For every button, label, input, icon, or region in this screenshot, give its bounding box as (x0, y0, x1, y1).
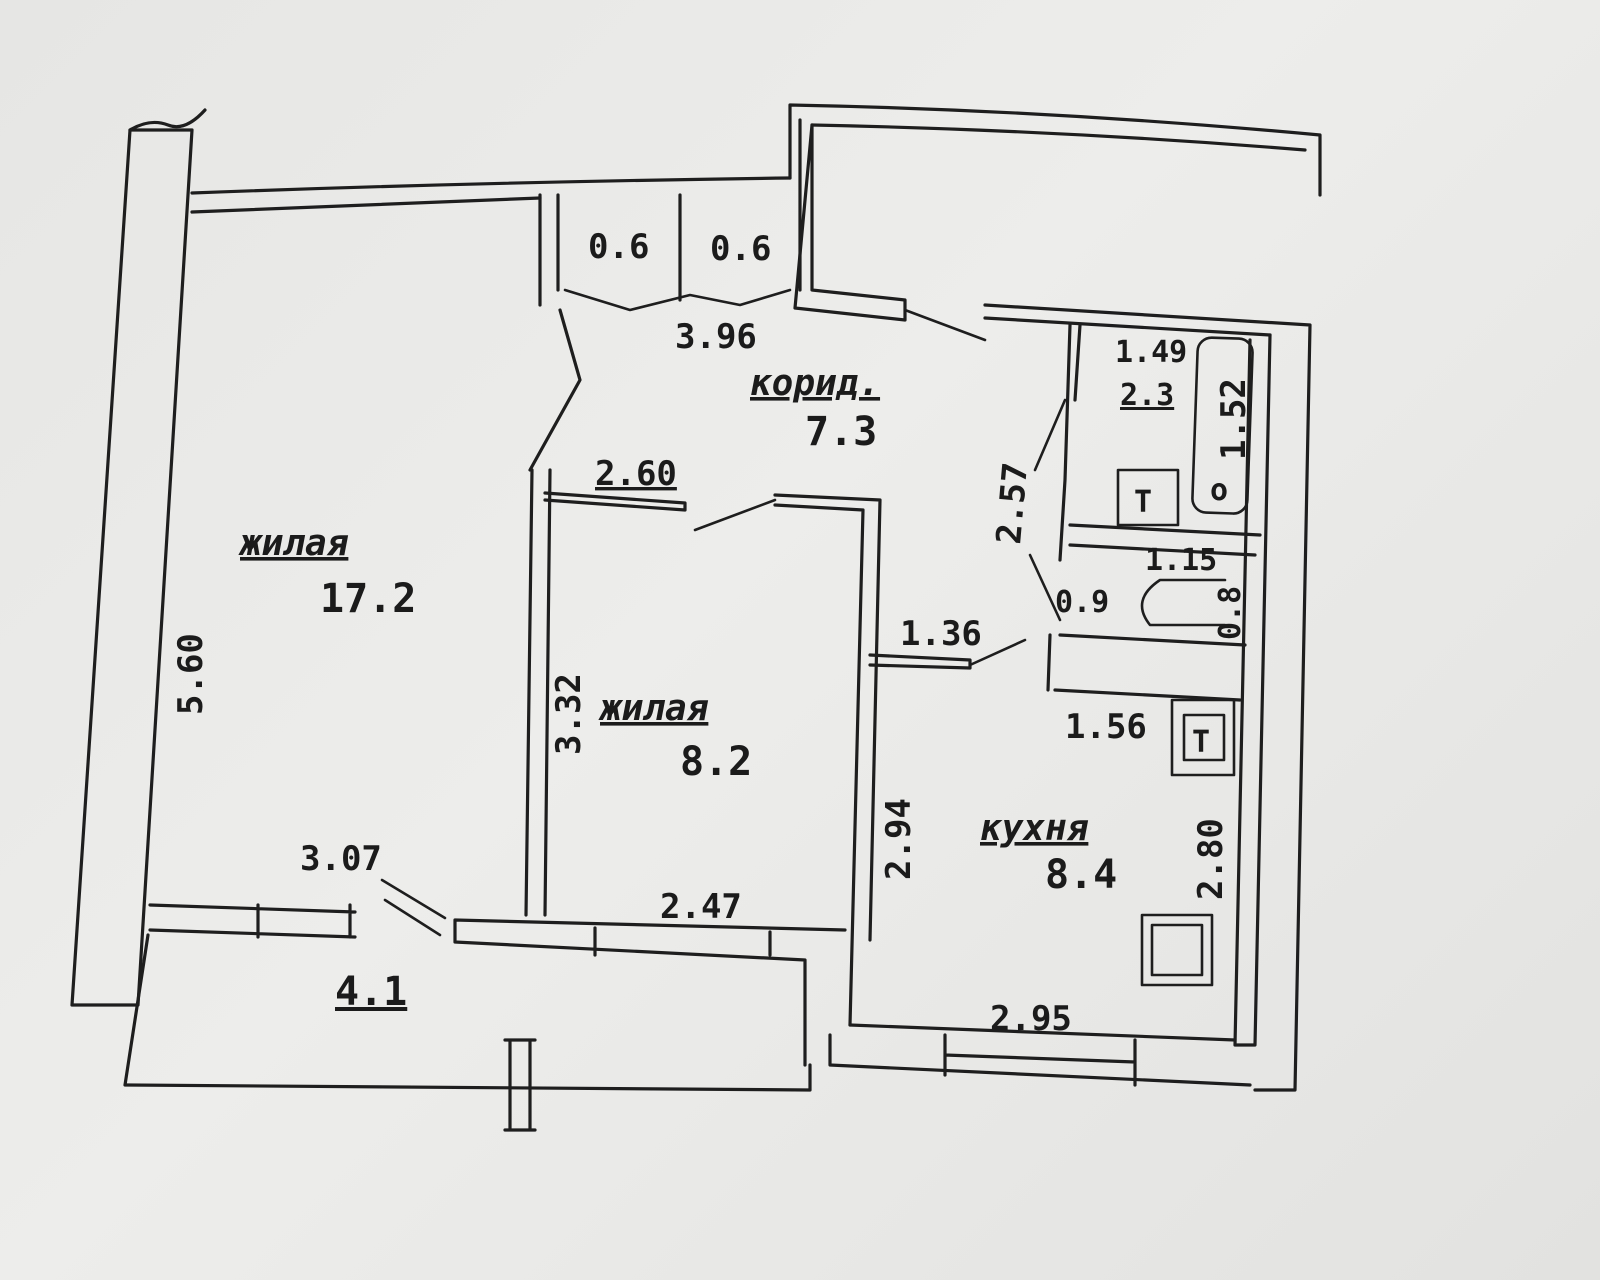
top-wall-inner (190, 196, 542, 214)
dim-closet-a: 0.6 (588, 227, 649, 267)
corridor-left-diagonal (528, 308, 582, 472)
right-wall-inner (1233, 333, 1272, 1047)
walls (70, 103, 1322, 1132)
dim-kitchen-top: 1.56 (1065, 707, 1147, 747)
dim-living-height: 5.60 (171, 633, 211, 715)
kitchen-window (943, 1033, 1137, 1087)
closet-doors (563, 288, 792, 312)
labels: жилая 17.2 жилая 8.2 корид. 7.3 кухня 8.… (171, 227, 1254, 1039)
small-room-top (543, 491, 687, 512)
dim-living-bottom: 3.07 (300, 839, 382, 879)
room-name-living-small: жилая (598, 688, 709, 729)
fixture-bath-symbol: o (1210, 473, 1228, 508)
kitchen-sink-inner (1150, 923, 1204, 977)
door-swing-wc (1028, 398, 1067, 622)
sink-outline (1140, 578, 1227, 627)
right-wing-outer (983, 303, 1312, 1092)
dim-living-small-h: 3.32 (549, 673, 589, 755)
small-room-bottom (453, 918, 847, 1067)
upper-right-wall-top (810, 123, 1307, 152)
dim-kitchen-left: 2.94 (879, 798, 919, 880)
bathtub (1191, 336, 1254, 515)
room-area-living-small: 8.2 (680, 739, 752, 785)
door-swing-top (903, 308, 987, 342)
balcony-outline (123, 933, 812, 1092)
top-wall (190, 176, 792, 195)
room-name-living-large: жилая (238, 523, 349, 564)
upper-right-wall-inner (793, 123, 907, 322)
bath-partitions (1058, 323, 1262, 562)
upper-right-wall (788, 103, 1322, 197)
dim-closet-b: 0.6 (710, 229, 771, 269)
dim-hall-wall: 2.60 (595, 454, 677, 494)
kitchen-sink-outer (1140, 913, 1214, 987)
closet-walls (538, 118, 802, 307)
balcony-door (380, 878, 447, 937)
dim-wc-w: 0.9 (1055, 585, 1109, 620)
door-swing-small (693, 498, 777, 532)
room-area-bath: 2.3 (1120, 378, 1174, 413)
room-area-corridor: 7.3 (805, 409, 877, 455)
kitchen-door-wall (868, 653, 972, 670)
toilet-box (1116, 468, 1180, 527)
balcony-window (503, 1038, 537, 1132)
room-name-bath: 1.49 (1115, 335, 1187, 370)
living-bottom-wall (148, 903, 357, 939)
dim-small-bottom: 2.47 (660, 887, 742, 927)
room-area-kitchen: 8.4 (1045, 852, 1117, 898)
door-swing-kitchen (968, 638, 1027, 667)
room-area-living-large: 17.2 (320, 576, 416, 622)
left-outer-wall (70, 128, 194, 1007)
small-room-right-top (773, 493, 882, 1027)
dim-wc-wall: 2.57 (989, 461, 1036, 546)
dim-kitchen-right: 2.80 (1191, 818, 1231, 900)
dim-bath-len: 1.52 (1214, 378, 1254, 460)
dim-wc-d: 0.8 (1213, 586, 1248, 640)
fixture-stove-symbol: T (1192, 725, 1210, 760)
right-wing-top (983, 316, 1272, 337)
small-room-left-wall (524, 468, 552, 917)
fixtures (1116, 336, 1254, 987)
kitchen-bottom (828, 1023, 1252, 1087)
dim-kitchen-bottom: 2.95 (990, 999, 1072, 1039)
wc-walls (1046, 633, 1247, 702)
dim-kitchen-door: 1.36 (900, 614, 982, 654)
room-area-balcony: 4.1 (335, 969, 407, 1015)
stove-outer (1170, 698, 1236, 777)
fixture-toilet-symbol: T (1134, 485, 1152, 520)
room-name-kitchen: кухня (980, 808, 1089, 849)
wall-break-mark (128, 108, 207, 132)
dim-corridor-len: 3.96 (675, 317, 757, 357)
dim-sink-w: 1.15 (1145, 543, 1217, 578)
stove-inner (1182, 713, 1226, 762)
room-name-corridor: корид. (750, 363, 880, 404)
